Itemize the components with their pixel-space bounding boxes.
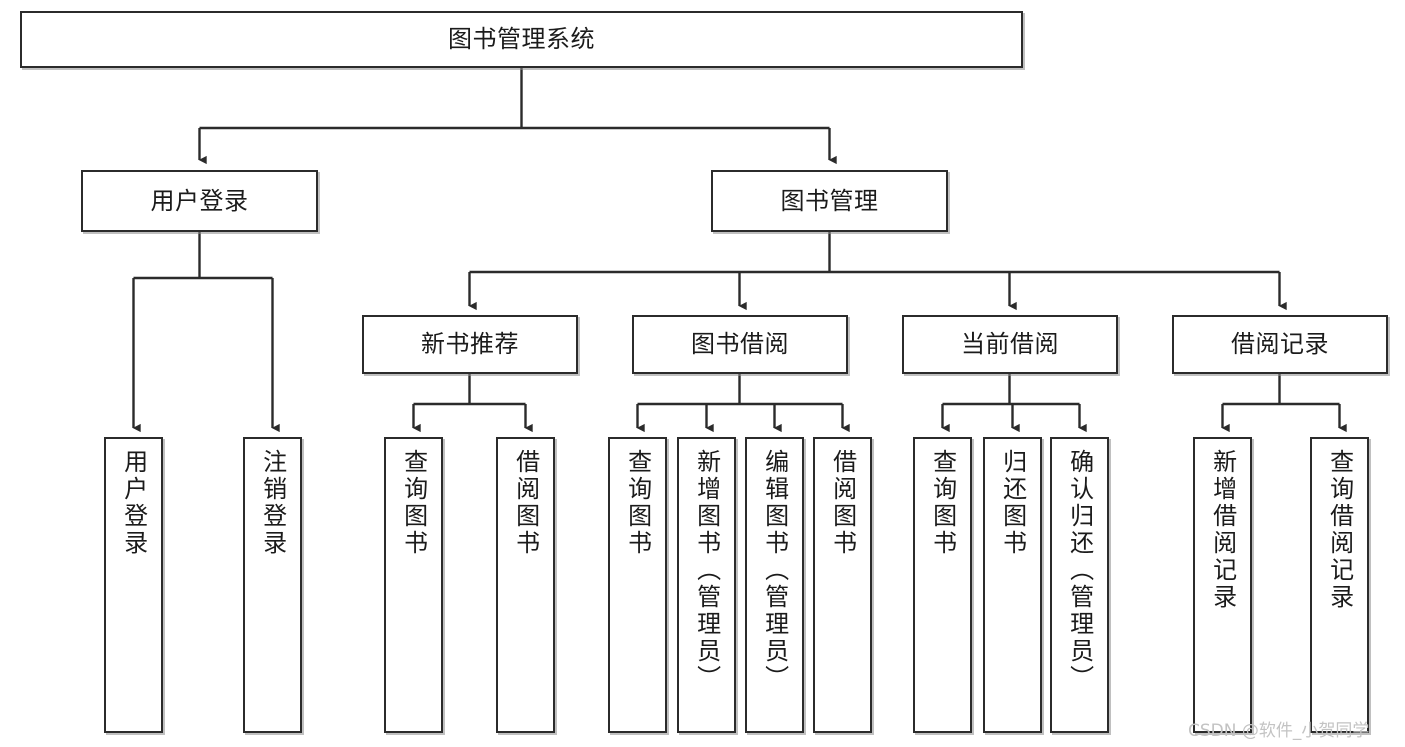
leaf-query-book-recommend-label: 查询图书: [399, 449, 428, 557]
node-new-book-recommend[interactable]: 新书推荐: [362, 315, 578, 374]
node-new-book-recommend-label: 新书推荐: [421, 330, 519, 359]
csdn-watermark: CSDN @软件_小贺同学: [1188, 721, 1370, 741]
edges-currentborrow-to-leaves: [941, 374, 1087, 433]
leaf-logout-label: 注销登录: [258, 449, 287, 557]
node-book-borrow-label: 图书借阅: [691, 330, 789, 359]
leaf-borrow-book[interactable]: 借阅图书: [813, 437, 872, 733]
leaf-borrow-book-recommend[interactable]: 借阅图书: [496, 437, 555, 733]
leaf-confirm-return-admin[interactable]: 确认归还（管理员）: [1050, 437, 1109, 733]
node-user-login-label: 用户登录: [150, 186, 249, 215]
leaf-query-book-recommend[interactable]: 查询图书: [384, 437, 443, 733]
edges-borrowrecord-to-leaves: [1221, 374, 1347, 433]
node-book-management-label: 图书管理: [780, 186, 879, 215]
edges-userlogin-to-leaves: [132, 232, 280, 433]
edges-newbook-to-leaves: [412, 374, 533, 433]
leaf-add-book-admin-label: 新增图书（管理员）: [692, 449, 721, 692]
leaf-edit-book-admin[interactable]: 编辑图书（管理员）: [745, 437, 804, 733]
node-current-borrow-label: 当前借阅: [961, 330, 1059, 359]
node-borrow-record[interactable]: 借阅记录: [1172, 315, 1388, 374]
leaf-query-book-borrow-label: 查询图书: [623, 449, 652, 557]
root-node[interactable]: 图书管理系统: [20, 11, 1023, 68]
leaf-query-borrow-record[interactable]: 查询借阅记录: [1310, 437, 1369, 733]
node-book-management[interactable]: 图书管理: [711, 170, 948, 232]
leaf-add-borrow-record[interactable]: 新增借阅记录: [1193, 437, 1252, 733]
leaf-query-book-current[interactable]: 查询图书: [913, 437, 972, 733]
leaf-confirm-return-admin-label: 确认归还（管理员）: [1065, 449, 1094, 692]
node-current-borrow[interactable]: 当前借阅: [902, 315, 1118, 374]
leaf-borrow-book-label: 借阅图书: [828, 449, 857, 557]
node-user-login[interactable]: 用户登录: [81, 170, 318, 232]
edges-root-to-level2: [198, 68, 837, 165]
leaf-add-borrow-record-label: 新增借阅记录: [1208, 449, 1237, 611]
node-borrow-record-label: 借阅记录: [1231, 330, 1329, 359]
leaf-user-login-label: 用户登录: [119, 449, 148, 557]
edges-bookborrow-to-leaves: [636, 374, 850, 433]
leaf-query-book-borrow[interactable]: 查询图书: [608, 437, 667, 733]
leaf-query-book-current-label: 查询图书: [928, 449, 957, 557]
leaf-return-book[interactable]: 归还图书: [983, 437, 1042, 733]
leaf-return-book-label: 归还图书: [998, 449, 1027, 557]
leaf-query-borrow-record-label: 查询借阅记录: [1325, 449, 1354, 611]
leaf-user-login[interactable]: 用户登录: [104, 437, 163, 733]
root-node-label: 图书管理系统: [448, 25, 595, 54]
node-book-borrow[interactable]: 图书借阅: [632, 315, 848, 374]
leaf-logout[interactable]: 注销登录: [243, 437, 302, 733]
leaf-edit-book-admin-label: 编辑图书（管理员）: [760, 449, 789, 692]
leaf-add-book-admin[interactable]: 新增图书（管理员）: [677, 437, 736, 733]
leaf-borrow-book-recommend-label: 借阅图书: [511, 449, 540, 557]
edges-bookmgmt-to-level3: [468, 232, 1287, 311]
